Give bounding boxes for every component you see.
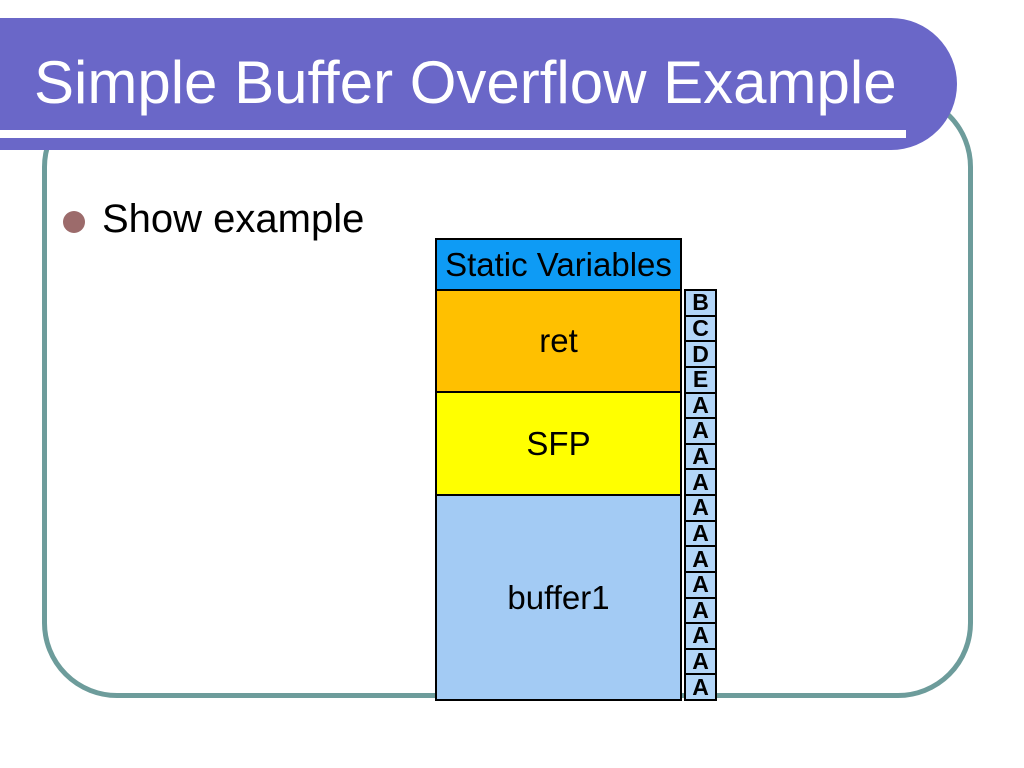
sfp-box: SFP — [435, 391, 682, 496]
overflow-cell: A — [684, 622, 717, 650]
overflow-cell: A — [684, 494, 717, 522]
buffer1-label: buffer1 — [507, 578, 610, 616]
overflow-cell: A — [684, 468, 717, 496]
overflow-cell: E — [684, 365, 717, 394]
page-title: Simple Buffer Overflow Example — [34, 49, 897, 116]
overflow-cell: A — [684, 545, 717, 573]
buffer1-box: buffer1 — [435, 494, 682, 701]
overflow-cell: C — [684, 314, 717, 343]
slide-title-banner: Simple Buffer Overflow Example — [0, 18, 957, 150]
ret-label: ret — [539, 322, 578, 359]
bullet-text: Show example — [102, 197, 365, 241]
bullet-icon — [63, 211, 85, 233]
overflow-cell: D — [684, 340, 717, 368]
static-variables-label: Static Variables — [445, 245, 672, 283]
ret-box: ret — [435, 289, 682, 393]
overflow-cell: B — [684, 289, 717, 317]
static-variables-box: Static Variables — [435, 238, 682, 291]
overflow-cell: A — [684, 391, 717, 420]
sfp-label: SFP — [526, 424, 591, 462]
overflow-cell: A — [684, 442, 717, 471]
overflow-cell: A — [684, 570, 717, 599]
overflow-cell: A — [684, 647, 717, 676]
overflow-cell: A — [684, 519, 717, 548]
title-underline — [0, 130, 906, 138]
overflow-cell: A — [684, 417, 717, 445]
overflow-cell: A — [684, 596, 717, 625]
overflow-cell: A — [684, 673, 717, 701]
